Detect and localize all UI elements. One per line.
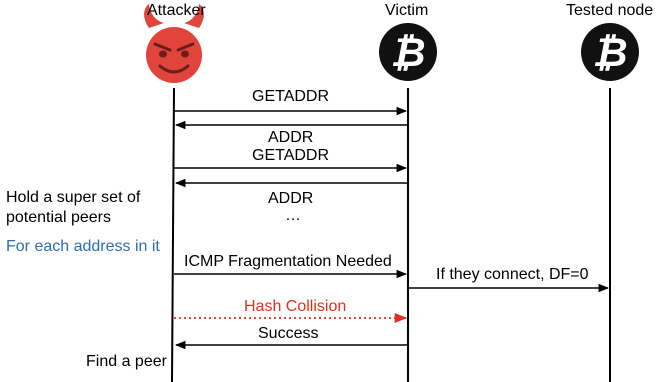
ellipsis-label: … — [285, 207, 301, 224]
superset-note: Hold a super set of potential peers — [6, 189, 141, 226]
bitcoin-logo-icon: ₿ — [581, 23, 639, 81]
message-label: GETADDR — [252, 88, 330, 105]
attacker-label: Attacker — [147, 2, 206, 19]
tested-node-label: Tested node — [566, 2, 654, 19]
svg-text:₿: ₿ — [592, 31, 627, 75]
devil-face-icon — [144, 4, 204, 83]
hash-collision-label: Hash Collision — [244, 298, 347, 315]
message-label: ICMP Fragmentation Needed — [184, 253, 392, 270]
for-each-note: For each address in it — [6, 238, 160, 255]
attacker-lifeline — [171, 87, 175, 382]
message-label: If they connect, DF=0 — [436, 266, 589, 283]
bitcoin-logo-icon: ₿ — [379, 23, 437, 81]
find-peer-note: Find a peer — [86, 353, 167, 370]
message-label: ADDR — [268, 190, 314, 207]
victim-label: Victim — [385, 2, 429, 19]
svg-text:₿: ₿ — [390, 31, 425, 75]
message-label: Success — [258, 325, 319, 342]
message-label: GETADDR — [252, 147, 330, 164]
message-label: ADDR — [268, 129, 314, 146]
